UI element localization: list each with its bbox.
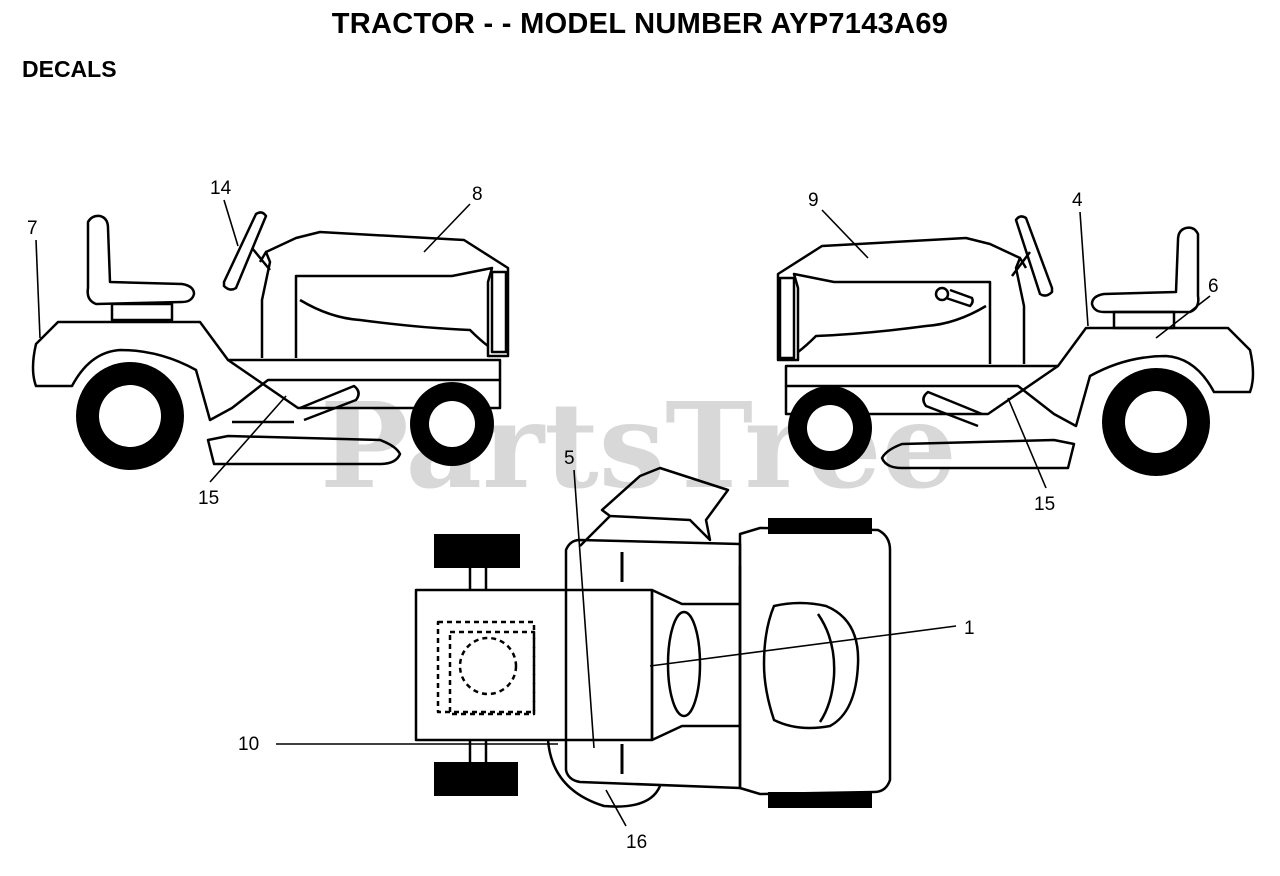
callout-15-right: 15 <box>1034 494 1055 515</box>
left-grille <box>490 270 508 354</box>
right-wheels <box>788 368 1210 476</box>
right-dash <box>1014 256 1028 364</box>
top-mower-deck <box>546 739 662 808</box>
right-tractor-side-view <box>776 215 1255 470</box>
page-title: TRACTOR - - MODEL NUMBER AYP7143A69 <box>331 8 949 40</box>
left-seat-post <box>110 302 174 322</box>
top-center-body <box>564 538 742 790</box>
right-hood-side <box>797 304 987 353</box>
left-seat <box>86 214 196 306</box>
left-wheels <box>76 362 494 470</box>
callout-10: 10 <box>238 734 259 755</box>
right-seat-post <box>1112 310 1176 330</box>
left-fender <box>31 320 502 422</box>
callout-labels: 7 14 8 15 9 4 6 15 5 1 10 16 <box>27 178 1219 853</box>
top-front-right-wheel <box>434 762 518 796</box>
callout-15-left: 15 <box>198 488 219 509</box>
top-wheels <box>434 518 872 808</box>
callout-7: 7 <box>27 218 38 239</box>
right-fender <box>784 326 1255 428</box>
right-grille <box>778 276 796 360</box>
right-seat <box>1090 226 1200 314</box>
top-rear-right-wheel <box>768 792 872 808</box>
callout-6: 6 <box>1208 276 1219 297</box>
left-tractor-side-view <box>31 211 510 466</box>
callout-9: 9 <box>808 190 819 211</box>
left-steering-wheel <box>222 211 268 291</box>
right-mower-deck <box>880 438 1076 470</box>
right-hood <box>776 236 1021 364</box>
top-discharge-chute <box>600 466 730 542</box>
left-hood-side <box>299 298 489 347</box>
callout-1: 1 <box>964 618 975 639</box>
top-engine-outline <box>436 620 536 714</box>
left-dash <box>258 250 272 358</box>
left-frame <box>227 358 502 410</box>
leader-lines <box>35 199 1211 827</box>
right-frame <box>784 364 1059 416</box>
top-steering <box>666 610 702 718</box>
left-mower-deck <box>206 434 402 466</box>
top-front-left-wheel <box>434 534 520 568</box>
callout-16: 16 <box>626 832 647 853</box>
section-heading: DECALS <box>22 56 117 82</box>
callout-8: 8 <box>472 184 483 205</box>
left-hood <box>265 230 510 358</box>
top-rear-body <box>738 526 892 796</box>
right-lift-lever <box>934 286 974 308</box>
callout-14: 14 <box>210 178 232 199</box>
callout-4: 4 <box>1072 190 1083 211</box>
right-steering-wheel <box>1014 215 1054 297</box>
top-rear-left-wheel <box>768 518 872 534</box>
callout-5: 5 <box>564 448 575 469</box>
top-seat <box>762 601 860 730</box>
